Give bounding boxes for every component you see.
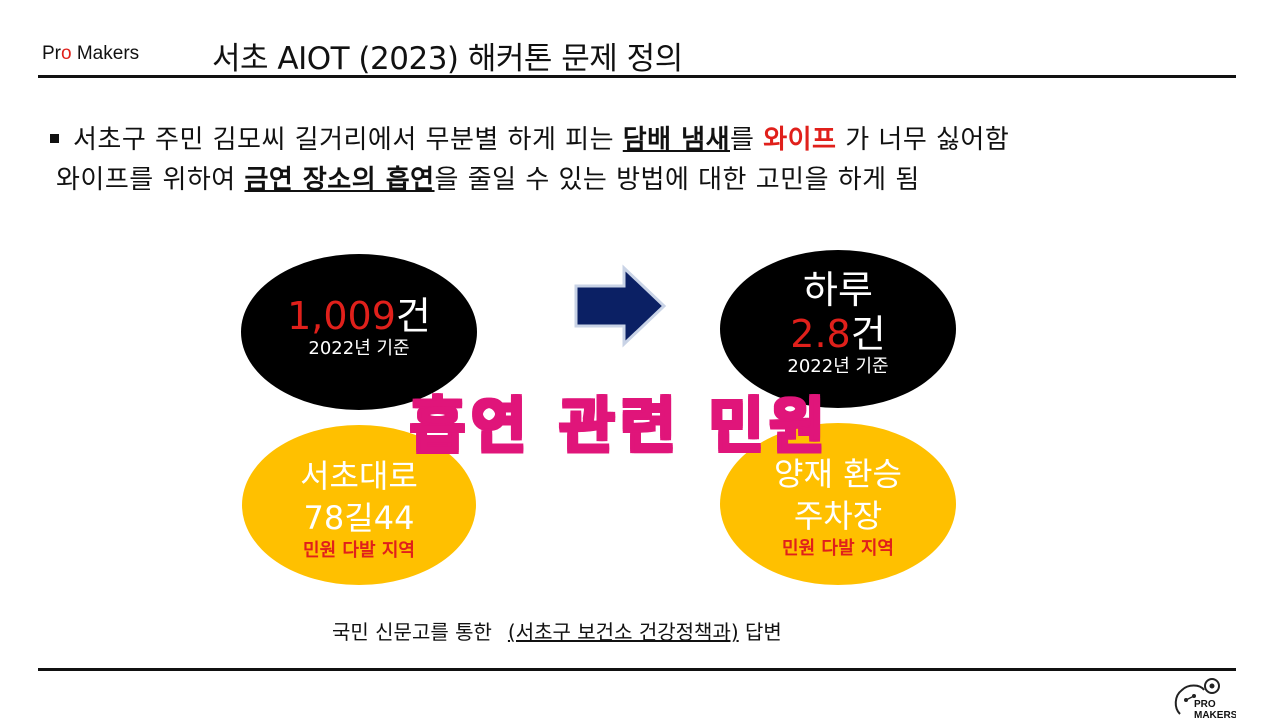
- complaint-count-ellipse: 1,009건 2022년 기준: [241, 254, 477, 410]
- footer-divider: [38, 668, 1236, 671]
- svg-text:MAKERS: MAKERS: [1194, 710, 1236, 720]
- daily-complaint-ellipse: 하루 2.8건 2022년 기준: [720, 250, 956, 408]
- area-yangjae-ellipse: 양재 환승 주차장 민원 다발 지역: [720, 423, 956, 585]
- description-line-2: 와이프를 위하여 금연 장소의 흡연을 줄일 수 있는 방법에 대한 고민을 하…: [56, 165, 920, 195]
- bullet-icon: [50, 134, 59, 143]
- header-divider: [38, 75, 1236, 78]
- brand-logo-text: Pro Makers: [42, 43, 140, 64]
- svg-text:PRO: PRO: [1194, 699, 1216, 710]
- promakers-logo-icon: PRO MAKERS: [1174, 678, 1236, 720]
- page-title: 서초 AIOT (2023) 해커톤 문제 정의: [212, 41, 683, 77]
- smoking-complaint-heading: 흡연 관련 민원: [410, 378, 831, 465]
- source-caption: 국민 신문고를 통한(서초구 보건소 건강정책과) 답변: [332, 620, 782, 644]
- problem-description: 서초구 주민 김모씨 길거리에서 무분별 하게 피는 담배 냄새를 와이프 가 …: [46, 120, 1246, 200]
- description-line-1: 서초구 주민 김모씨 길거리에서 무분별 하게 피는 담배 냄새를 와이프 가 …: [46, 120, 1246, 160]
- area-seocho-ellipse: 서초대로 78길44 민원 다발 지역: [242, 425, 476, 585]
- arrow-right-icon: [574, 264, 667, 348]
